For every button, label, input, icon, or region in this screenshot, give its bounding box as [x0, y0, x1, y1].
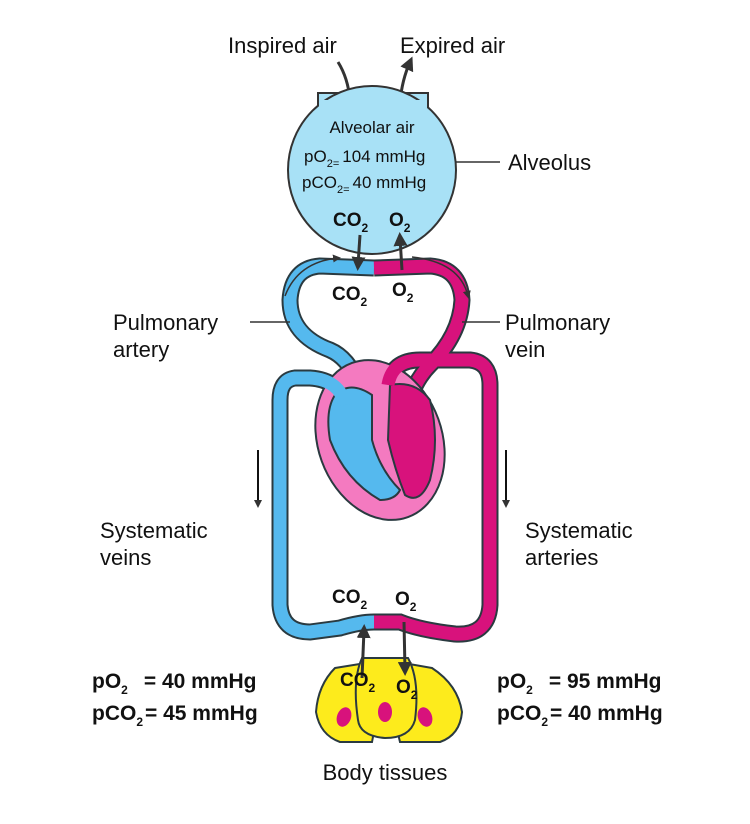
- body-tissue-cells: [314, 657, 464, 743]
- systematic-arteries: [374, 353, 497, 641]
- alveolus-co2-label: CO2: [333, 210, 369, 235]
- cell-nuclei: [336, 702, 433, 727]
- pulmonary-artery-label-1: Pulmonary: [113, 310, 218, 335]
- left-heart-chambers: [386, 383, 436, 499]
- alveolar-air-title: Alveolar air: [329, 118, 414, 137]
- systematic-veins: [273, 371, 375, 639]
- systematic-arteries-label-2: arteries: [525, 545, 598, 570]
- alveolar-po2: pO2=104 mmHg: [304, 147, 425, 170]
- body-tissues-label: Body tissues: [323, 760, 448, 785]
- alveolus-label: Alveolus: [508, 150, 591, 175]
- pulmonary-vein-label-1: Pulmonary: [505, 310, 610, 335]
- o2-to-tissue-arrow-icon: [397, 621, 412, 676]
- pulmonary-co2-label: CO2: [332, 284, 368, 309]
- venous-pco2: pCO2= 45 mmHg: [92, 702, 258, 729]
- arterial-pco2: pCO2= 40 mmHg: [497, 702, 663, 729]
- venous-po2: pO2= 40 mmHg: [92, 670, 257, 697]
- capillary-co2-label: CO2: [332, 587, 368, 612]
- tissue-co2-label: CO2: [340, 670, 376, 695]
- co2-to-alveolus-arrow-icon: [351, 234, 366, 271]
- systematic-arteries-label-1: Systematic: [525, 518, 633, 543]
- pulmonary-o2-label: O2: [392, 280, 414, 305]
- alveolus: [287, 85, 457, 255]
- pulmonary-vein-label-2: vein: [505, 337, 545, 362]
- flow-arrow-right-icon: [411, 256, 471, 299]
- o2-to-blood-arrow-icon: [393, 232, 408, 271]
- flow-arrow-left-icon: [284, 254, 341, 297]
- inspired-air-label: Inspired air: [228, 33, 337, 58]
- arterial-po2: pO2= 95 mmHg: [497, 670, 662, 697]
- expired-air-label: Expired air: [400, 33, 505, 58]
- systematic-veins-label-1: Systematic: [100, 518, 208, 543]
- tissue-o2-label: O2: [396, 677, 418, 702]
- capillary-o2-label: O2: [395, 589, 417, 614]
- alveolus-o2-label: O2: [389, 210, 411, 235]
- right-heart-chambers: [327, 386, 402, 502]
- co2-to-blood-arrow-icon: [356, 624, 371, 679]
- alveolar-pco2: pCO2=40 mmHg: [302, 173, 426, 196]
- pulmonary-artery-label-2: artery: [113, 337, 169, 362]
- systematic-veins-label-2: veins: [100, 545, 151, 570]
